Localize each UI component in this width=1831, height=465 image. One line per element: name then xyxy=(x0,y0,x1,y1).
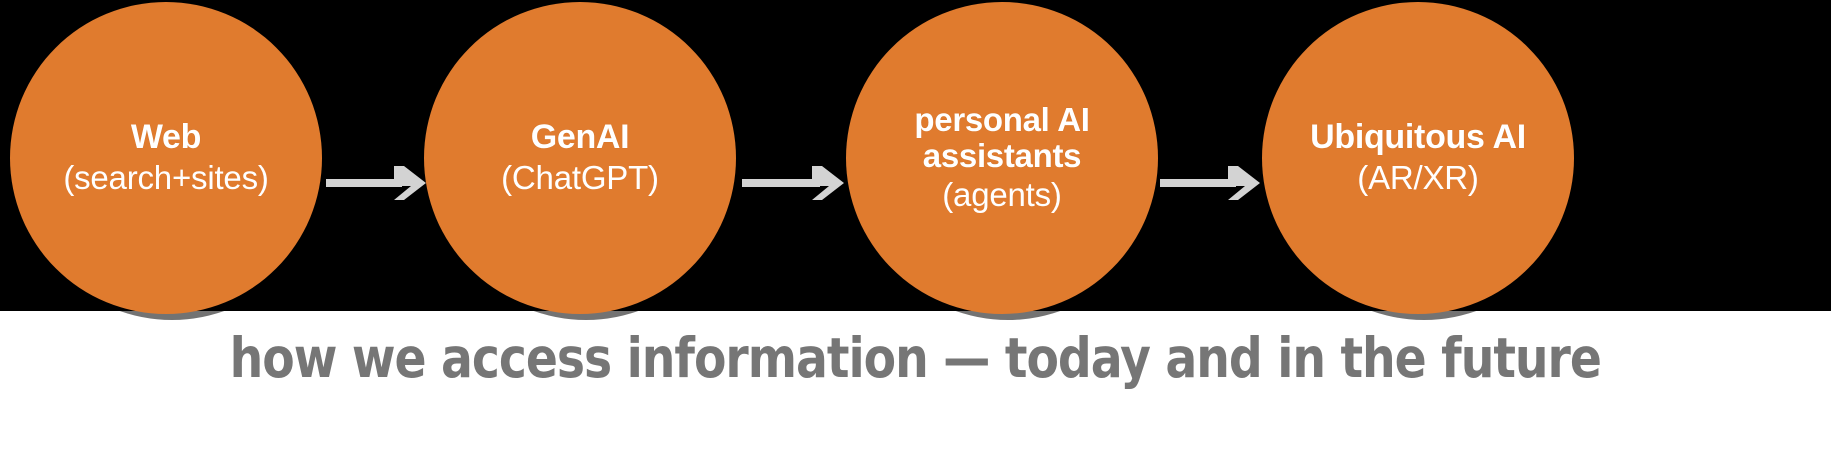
caption-area: how we access information — today and in… xyxy=(0,326,1831,390)
arrow-right-icon xyxy=(326,160,430,206)
flow-node-ubiquitous-ai[interactable]: Ubiquitous AI (AR/XR) xyxy=(1262,2,1574,314)
flow-node-web[interactable]: Web (search+sites) xyxy=(10,2,322,314)
flow-node-personal-ai-assistants[interactable]: personal AI assistants (agents) xyxy=(846,2,1158,314)
arrow-right-icon xyxy=(1160,160,1264,206)
arrow-right-icon xyxy=(742,160,848,206)
diagram-caption: how we access information — today and in… xyxy=(229,326,1602,390)
flow-node-subtitle: (search+sites) xyxy=(63,158,269,196)
flow-node-subtitle: (ChatGPT) xyxy=(501,158,659,196)
flow-node-title: Web xyxy=(130,118,202,157)
flow-node-title: Ubiquitous AI xyxy=(1310,118,1526,157)
flow-node-title: personal AI assistants xyxy=(914,100,1090,174)
flow-node-title: GenAI xyxy=(530,118,630,157)
flow-node-subtitle: (AR/XR) xyxy=(1357,158,1479,196)
flow-node-genai[interactable]: GenAI (ChatGPT) xyxy=(424,2,736,314)
flow-node-subtitle: (agents) xyxy=(942,176,1062,214)
flow-row: Web (search+sites) GenAI (ChatGPT) perso… xyxy=(10,2,1574,314)
